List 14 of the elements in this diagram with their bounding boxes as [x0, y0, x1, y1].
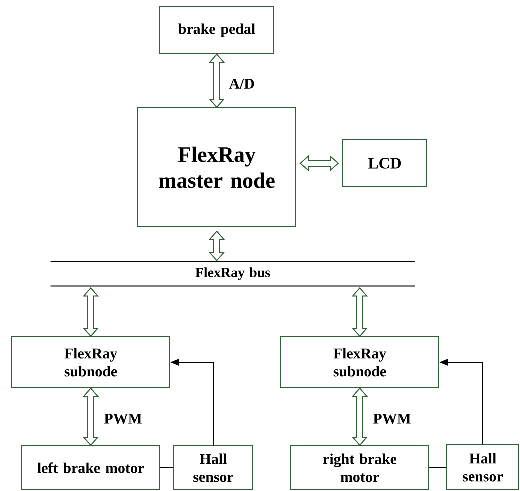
process-box: FlexRay subnode — [12, 336, 170, 388]
edge-label: PWM — [372, 413, 412, 425]
process-box: left brake motor — [22, 446, 160, 490]
process-box: Hall sensor — [174, 446, 254, 490]
bus-line: FlexRay bus — [50, 261, 416, 287]
edge-label: PWM — [103, 413, 144, 425]
process-box: Hall sensor — [446, 444, 520, 490]
process-box: FlexRay subnode — [280, 336, 440, 388]
process-box: FlexRay master node — [138, 108, 296, 228]
process-box: right brake motor — [290, 446, 430, 490]
edge-label: A/D — [228, 78, 256, 90]
process-box: LCD — [342, 140, 428, 188]
process-box: brake pedal — [160, 6, 274, 54]
connector-line — [429, 467, 447, 468]
